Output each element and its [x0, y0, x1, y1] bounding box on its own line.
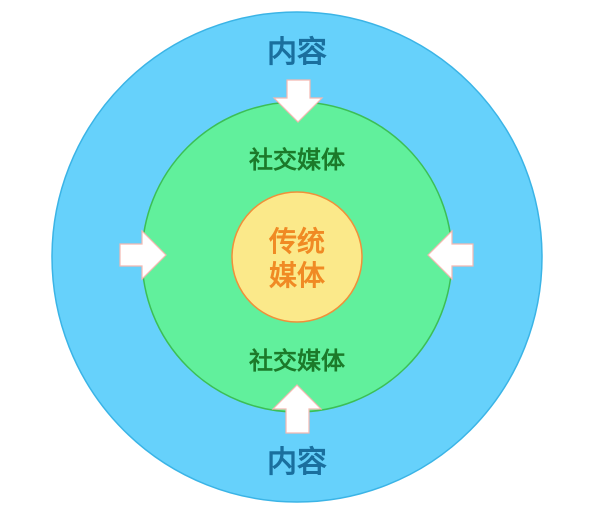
middle-label-top: 社交媒体 — [249, 146, 346, 174]
inner-circle-traditional-media — [231, 191, 363, 323]
middle-label-bottom: 社交媒体 — [249, 347, 346, 375]
arrow-right-icon — [119, 229, 167, 281]
arrow-left-icon — [427, 229, 474, 281]
inner-label-line1: 传统 — [268, 225, 325, 258]
arrow-up-icon — [271, 384, 323, 434]
arrow-down-icon — [272, 79, 324, 123]
inner-label-line2: 媒体 — [269, 259, 326, 292]
outer-label-bottom: 内容 — [267, 445, 327, 480]
outer-label-top: 内容 — [267, 35, 327, 70]
